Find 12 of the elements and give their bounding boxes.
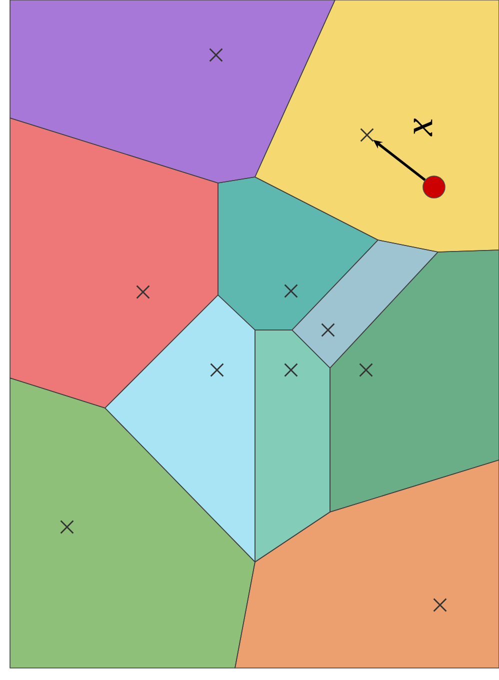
site-marker <box>433 598 447 612</box>
site-marker <box>60 520 74 534</box>
site-marker <box>321 323 335 337</box>
site-marker <box>136 285 150 299</box>
site-marker <box>359 363 373 377</box>
site-marker <box>209 48 223 62</box>
point-marker <box>422 176 446 198</box>
site-marker <box>284 284 298 298</box>
site-marker <box>360 128 374 142</box>
site-marker <box>210 363 224 377</box>
site-marker <box>284 363 298 377</box>
point-label: x <box>414 118 432 136</box>
